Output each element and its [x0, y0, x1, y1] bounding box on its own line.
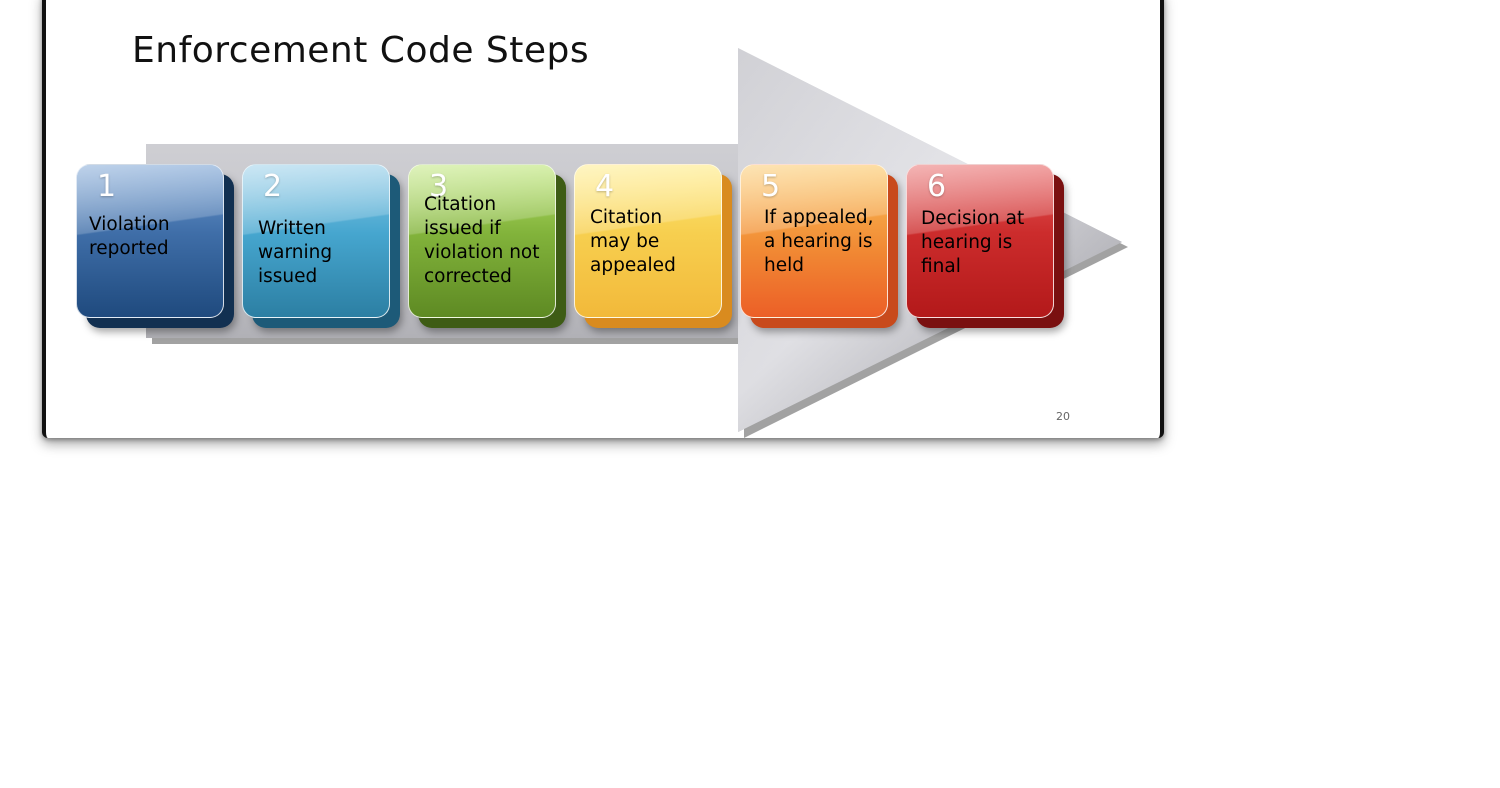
step-number: 6	[927, 169, 947, 204]
step-6: 6 Decision at hearing is final	[906, 164, 1054, 318]
step-gloss	[409, 165, 555, 317]
step-label: Citation issued if violation not correct…	[424, 194, 540, 287]
step-gloss	[575, 165, 721, 317]
step-gloss	[77, 165, 223, 317]
step-label: If appealed, a hearing is held	[764, 207, 874, 276]
page-number: 20	[1056, 410, 1070, 423]
step-label: Written warning issued	[258, 218, 333, 287]
step-gloss	[741, 165, 887, 317]
slide-title: Enforcement Code Steps	[132, 30, 590, 71]
step-2: 2 Written warning issued	[242, 164, 390, 318]
step-gloss	[243, 165, 389, 317]
step-number: 5	[761, 169, 781, 204]
step-number: 1	[97, 169, 117, 204]
step-label: Violation reported	[89, 214, 170, 259]
step-3: 3 Citation issued if violation not corre…	[408, 164, 556, 318]
step-number: 4	[595, 169, 615, 204]
step-number: 2	[263, 169, 283, 204]
step-4: 4 Citation may be appealed	[574, 164, 722, 318]
step-gloss	[907, 165, 1053, 317]
step-number: 3	[429, 169, 449, 204]
step-label: Decision at hearing is final	[921, 208, 1025, 277]
step-5: 5 If appealed, a hearing is held	[740, 164, 888, 318]
slide: Enforcement Code Steps 1 Violation repor…	[42, 0, 1164, 438]
step-1: 1 Violation reported	[76, 164, 224, 318]
step-label: Citation may be appealed	[590, 207, 676, 276]
